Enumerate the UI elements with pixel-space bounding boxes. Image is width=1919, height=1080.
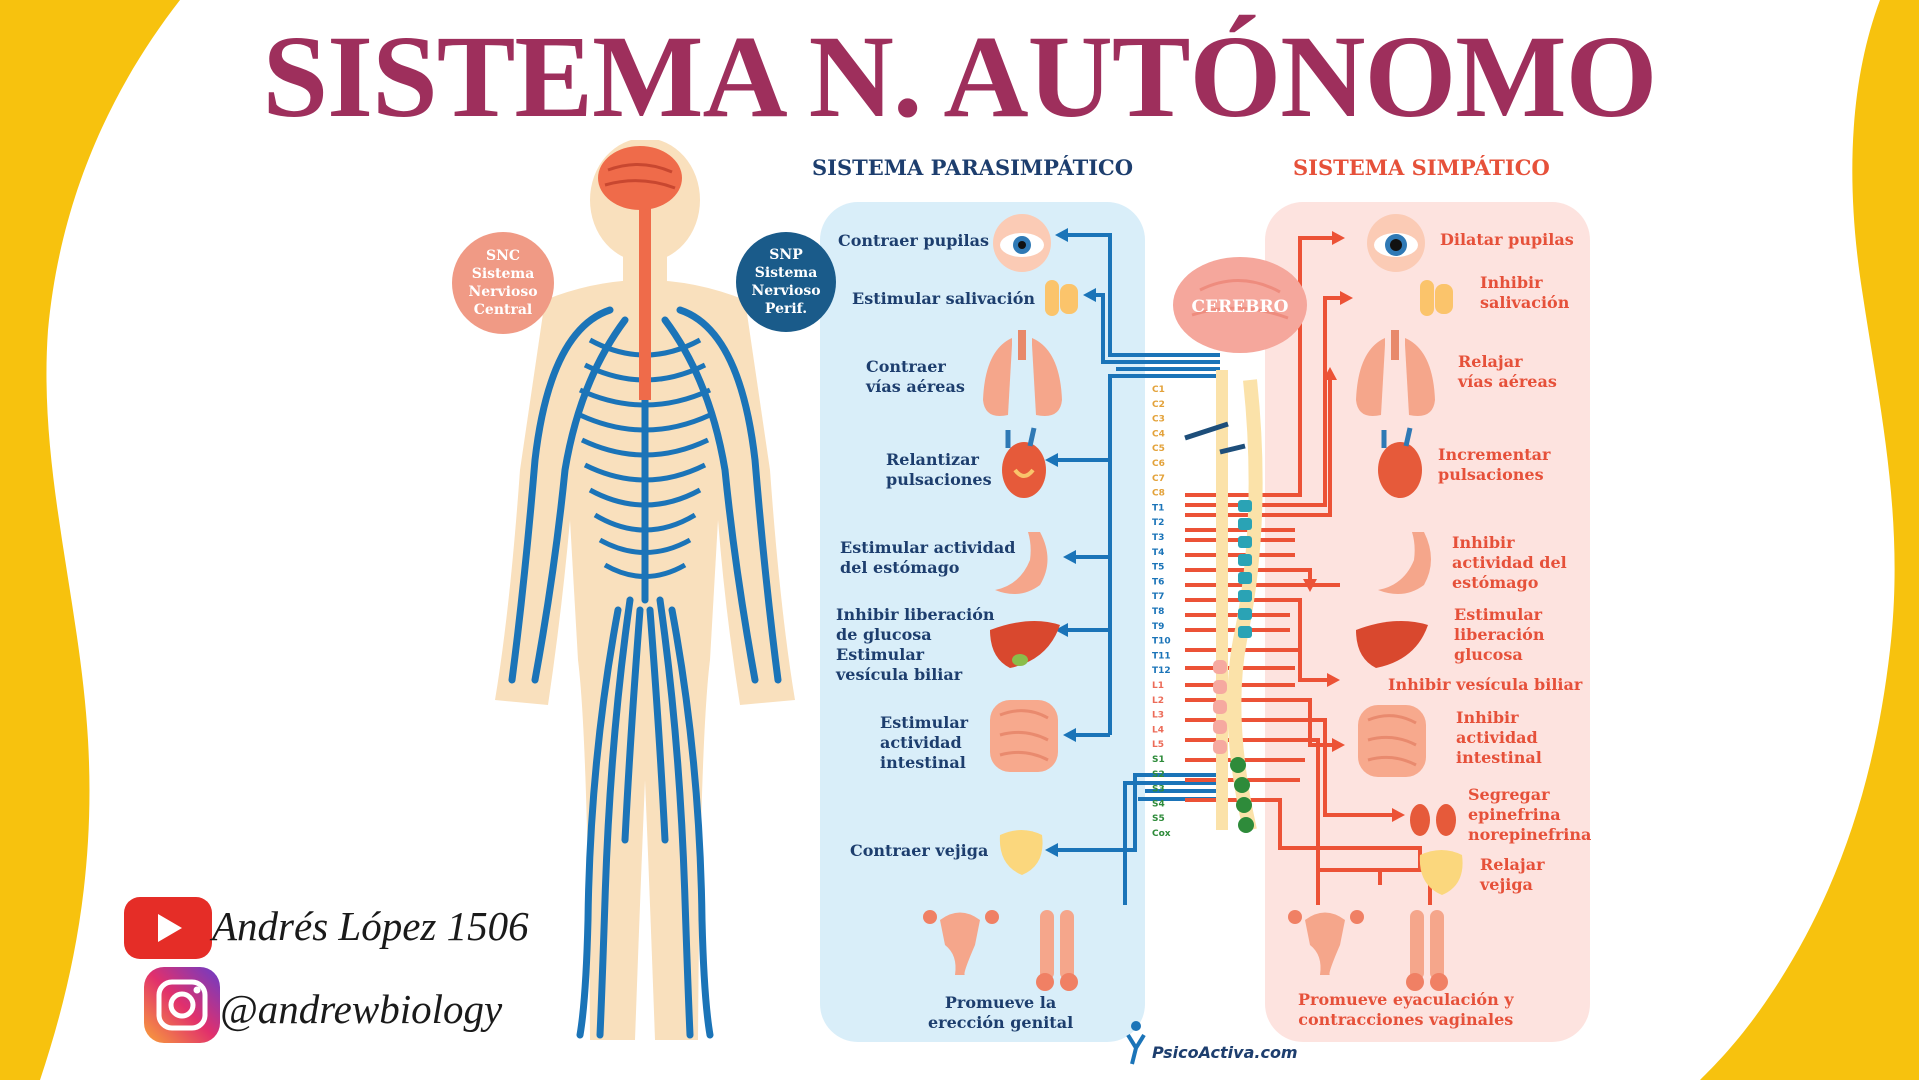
para-label-pupils: Contraer pupilas — [838, 231, 989, 250]
vertebra-label: L1 — [1152, 681, 1164, 691]
vertebra-label: C7 — [1152, 474, 1165, 484]
vertebra-label: L4 — [1152, 725, 1164, 735]
vertebra-label: T2 — [1152, 518, 1164, 528]
vertebra-label: T6 — [1152, 577, 1164, 587]
intestine-icon — [1358, 705, 1426, 777]
vertebra-label: C2 — [1152, 400, 1165, 410]
vertebra-label: S1 — [1152, 755, 1165, 765]
vertebra-label: L3 — [1152, 711, 1164, 721]
vertebra-label: C6 — [1152, 459, 1165, 469]
heart-icon — [1378, 427, 1422, 498]
heart-icon — [1002, 427, 1046, 498]
vertebra-label: S5 — [1152, 814, 1165, 824]
female-reproductive-icon — [923, 910, 999, 975]
parasympathetic-heading: SISTEMA PARASIMPÁTICO — [812, 155, 1134, 180]
snp-badge-line: Sistema — [754, 265, 818, 281]
youtube-channel-label: Andrés López 1506 — [212, 903, 529, 949]
vertebra-label: T9 — [1152, 622, 1164, 632]
adrenal-kidney-icon — [1410, 804, 1456, 836]
para-label-airways: Contraer vías aéreas — [866, 357, 965, 396]
vertebra-label: L5 — [1152, 740, 1164, 750]
symp-label-stomach: Inhibir actividad del estómago — [1452, 533, 1567, 592]
vertebra-label: T1 — [1152, 503, 1164, 513]
symp-label-airways: Relajar vías aéreas — [1458, 352, 1557, 391]
brain-label: CEREBRO — [1192, 297, 1289, 317]
stomach-icon — [1378, 532, 1431, 594]
sympathetic-heading: SISTEMA SIMPÁTICO — [1293, 155, 1550, 180]
snp-badge: SNP Sistema Nervioso Perif. — [736, 232, 836, 332]
vertebra-label: T5 — [1152, 563, 1164, 573]
vertebra-label: C3 — [1152, 415, 1165, 425]
vertebra-label: Cox — [1152, 829, 1171, 839]
symp-label-glucose: Estimular liberación glucosa — [1454, 605, 1545, 664]
symp-label-salivation: Inhibir salivación — [1480, 273, 1570, 312]
para-label-liver: Inhibir liberación de glucosa Estimular … — [836, 605, 995, 684]
stomach-icon — [995, 532, 1048, 594]
para-label-salivation: Estimular salivación — [852, 289, 1035, 308]
vertebra-label: T10 — [1152, 637, 1171, 647]
symp-label-heart: Incrementar pulsaciones — [1438, 445, 1551, 484]
snp-badge-line: Perif. — [764, 301, 808, 317]
vertebra-label: C8 — [1152, 489, 1165, 499]
vertebra-label: T12 — [1152, 666, 1171, 676]
male-reproductive-icon — [1406, 910, 1448, 991]
symp-label-adrenal: Segregar epinefrina norepinefrina — [1468, 785, 1592, 844]
para-label-intestine: Estimular actividad intestinal — [880, 713, 969, 772]
bladder-icon — [1419, 850, 1463, 895]
snc-badge-line: Nervioso — [468, 284, 538, 300]
instagram-icon — [144, 967, 220, 1043]
vertebrae-labels: C1C2C3C4C5C6C7C8T1T2T3T4T5T6T7T8T9T10T11… — [1152, 385, 1171, 839]
human-nervous-system-figure — [495, 140, 795, 1040]
liver-icon — [1356, 621, 1428, 668]
eye-icon — [993, 214, 1051, 272]
snp-badge-line: Nervioso — [751, 283, 821, 299]
para-label-heart: Relantizar pulsaciones — [886, 450, 992, 489]
symp-label-bladder: Relajar vejiga — [1480, 855, 1545, 894]
youtube-icon — [124, 897, 212, 959]
female-reproductive-icon — [1288, 910, 1364, 975]
page-title: SISTEMA N. AUTÓNOMO — [262, 11, 1658, 142]
para-label-genital: Promueve la erección genital — [928, 993, 1074, 1032]
vertebra-label: L2 — [1152, 696, 1164, 706]
intestine-icon — [990, 700, 1058, 772]
vertebra-label: S3 — [1152, 785, 1165, 795]
symp-label-genital: Promueve eyaculación y contracciones vag… — [1298, 990, 1514, 1029]
eye-icon — [1367, 214, 1425, 272]
vertebra-label: S4 — [1152, 799, 1165, 809]
instagram-handle-label: @andrewbiology — [220, 986, 503, 1032]
vertebra-label: T7 — [1152, 592, 1164, 602]
vertebra-label: C5 — [1152, 444, 1165, 454]
snp-badge-line: SNP — [769, 247, 803, 263]
vertebra-label: T3 — [1152, 533, 1164, 543]
para-label-bladder: Contraer vejiga — [850, 841, 989, 860]
vertebra-label: C4 — [1152, 429, 1165, 439]
vertebra-label: T4 — [1152, 548, 1164, 558]
para-label-stomach: Estimular actividad del estómago — [840, 538, 1016, 577]
credit-label: PsicoActiva.com — [1152, 1043, 1298, 1062]
vertebra-label: T11 — [1152, 651, 1171, 661]
salivary-gland-icon — [1420, 280, 1453, 316]
psicoactiva-logo-icon — [1126, 1021, 1146, 1065]
liver-icon — [990, 621, 1060, 668]
parasympathetic-panel — [820, 202, 1145, 1042]
lungs-icon — [1356, 330, 1435, 416]
symp-label-pupils: Dilatar pupilas — [1440, 230, 1574, 249]
vertebra-label: T8 — [1152, 607, 1164, 617]
symp-label-intestine: Inhibir actividad intestinal — [1456, 708, 1542, 767]
salivary-gland-icon — [1045, 280, 1078, 316]
snc-badge: SNC Sistema Nervioso Central — [452, 232, 554, 334]
male-reproductive-icon — [1036, 910, 1078, 991]
symp-label-gallbladder: Inhibir vesícula biliar — [1388, 675, 1583, 694]
snc-badge-line: Sistema — [471, 266, 535, 282]
lungs-icon — [983, 330, 1062, 416]
vertebra-label: S2 — [1152, 770, 1165, 780]
vertebra-label: C1 — [1152, 385, 1165, 395]
snc-badge-line: SNC — [485, 248, 521, 264]
bladder-icon — [999, 830, 1043, 875]
snc-badge-line: Central — [473, 302, 533, 318]
